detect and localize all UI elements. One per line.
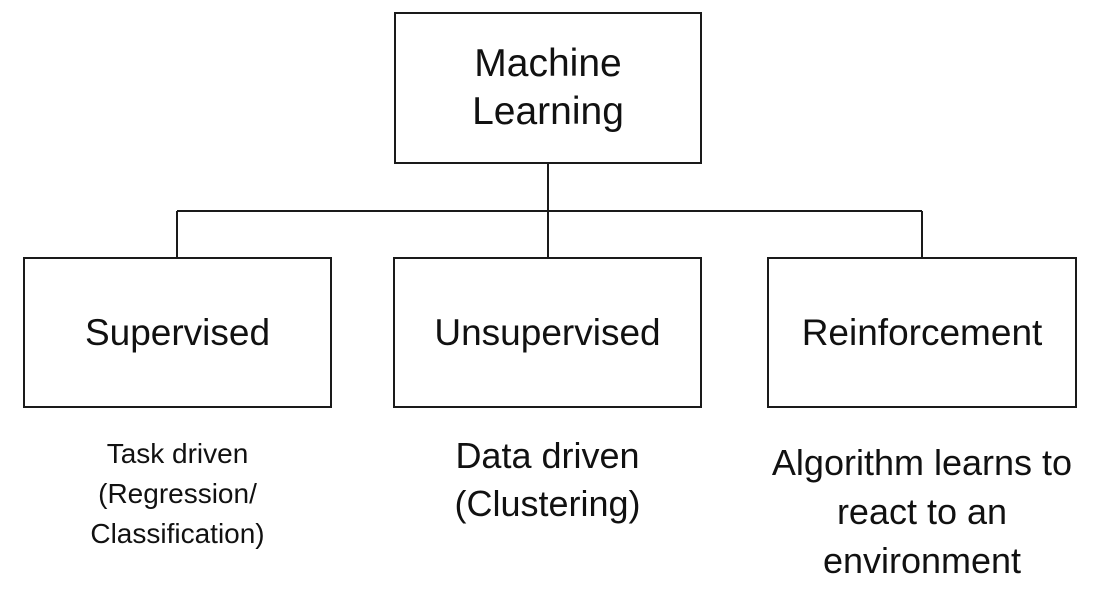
root-node-label: Machine Learning: [472, 42, 624, 133]
node-unsupervised: Unsupervised: [393, 257, 702, 408]
node-unsupervised-label: Unsupervised: [434, 311, 661, 353]
unsupervised-description: Data driven (Clustering): [454, 435, 641, 524]
root-node-machine-learning: Machine Learning: [394, 12, 702, 164]
node-supervised-label: Supervised: [84, 311, 271, 353]
node-reinforcement-label: Reinforcement: [801, 311, 1043, 353]
supervised-description: Task driven (Regression/ Classification): [90, 438, 265, 549]
node-reinforcement: Reinforcement: [767, 257, 1077, 408]
reinforcement-description: Algorithm learns to react to an environm…: [771, 442, 1073, 581]
node-supervised: Supervised: [23, 257, 332, 408]
